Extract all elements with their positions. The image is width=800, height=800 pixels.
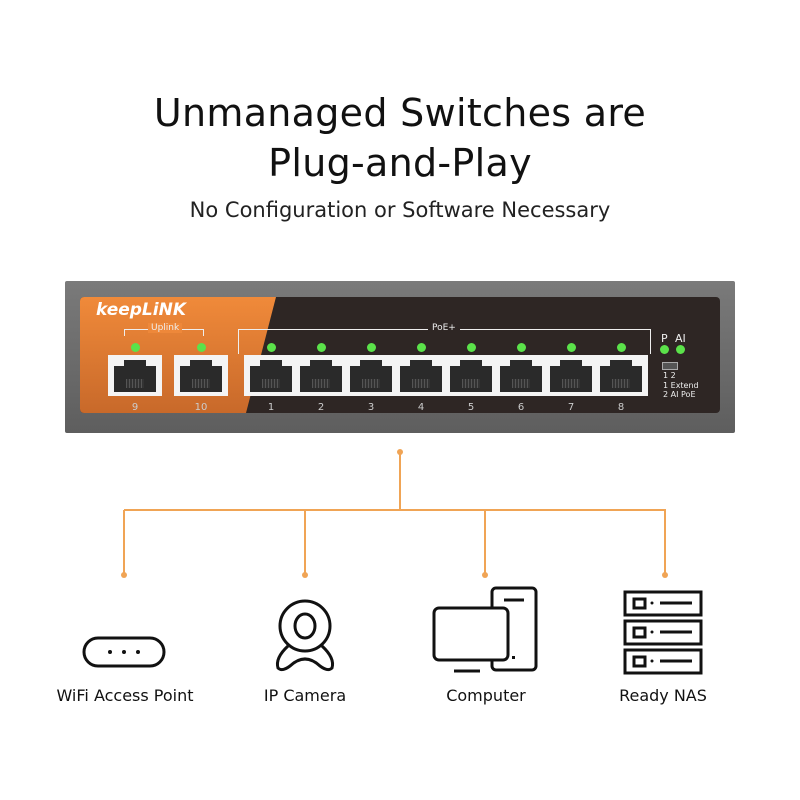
title-line-2: Plug-and-Play: [268, 141, 532, 185]
port-led: [131, 343, 140, 352]
port-number: 1: [267, 402, 275, 413]
wifi-access-point-icon: [82, 636, 166, 668]
rj45-jack: [350, 360, 392, 392]
device-label-computer: Computer: [446, 686, 526, 705]
connector-drop: [484, 510, 486, 574]
device-label-wifi: WiFi Access Point: [56, 686, 194, 705]
device-label-nas: Ready NAS: [619, 686, 707, 705]
port-led: [517, 343, 526, 352]
poe-port[interactable]: [244, 355, 298, 396]
connector-drop: [664, 510, 666, 574]
mode-2-label: 2 AI PoE: [663, 390, 696, 399]
port-led: [367, 343, 376, 352]
uplink-port[interactable]: [108, 355, 162, 396]
port-number: 2: [317, 402, 325, 413]
port-number: 8: [617, 402, 625, 413]
mode-1-label: 1 Extend: [663, 381, 699, 390]
rj45-jack: [450, 360, 492, 392]
rj45-jack: [500, 360, 542, 392]
rj45-jack: [600, 360, 642, 392]
nas-icon: [623, 590, 703, 675]
port-led: [317, 343, 326, 352]
uplink-port[interactable]: [174, 355, 228, 396]
title-line-1: Unmanaged Switches are: [153, 91, 647, 135]
rj45-jack: [550, 360, 592, 392]
port-number: 7: [567, 402, 575, 413]
rj45-jack: [180, 360, 222, 392]
poe-port[interactable]: [444, 355, 498, 396]
connector-drop: [304, 510, 306, 574]
led-ai-label: AI: [675, 332, 686, 345]
connector-dot: [482, 572, 488, 578]
poe-port[interactable]: [494, 355, 548, 396]
port-led: [617, 343, 626, 352]
port-led: [567, 343, 576, 352]
port-led: [267, 343, 276, 352]
port-number: 3: [367, 402, 375, 413]
switch-positions: 1 2: [663, 371, 676, 380]
connector-dot: [302, 572, 308, 578]
connector-drop: [123, 510, 125, 574]
connector-bus: [124, 509, 666, 511]
port-number: 10: [194, 402, 208, 413]
port-led: [467, 343, 476, 352]
port-led: [197, 343, 206, 352]
port-number: 6: [517, 402, 525, 413]
subtitle: No Configuration or Software Necessary: [189, 198, 611, 222]
connector-dot: [662, 572, 668, 578]
poe-port[interactable]: [594, 355, 648, 396]
brand-logo: keepLiNK: [96, 300, 186, 320]
port-number: 5: [467, 402, 475, 413]
port-number: 4: [417, 402, 425, 413]
port-number: 9: [131, 402, 139, 413]
rj45-jack: [400, 360, 442, 392]
poe-port[interactable]: [394, 355, 448, 396]
poe-port[interactable]: [544, 355, 598, 396]
computer-icon: [432, 586, 538, 673]
device-label-camera: IP Camera: [263, 686, 347, 705]
led-p: [660, 345, 669, 354]
led-p-label: P: [661, 332, 668, 345]
mode-dip-switch[interactable]: [662, 362, 678, 370]
ip-camera-icon: [276, 599, 334, 672]
led-ai: [676, 345, 685, 354]
rj45-jack: [300, 360, 342, 392]
rj45-jack: [250, 360, 292, 392]
connector-trunk: [399, 452, 401, 510]
poe-port[interactable]: [344, 355, 398, 396]
port-led: [417, 343, 426, 352]
connector-dot: [121, 572, 127, 578]
uplink-label: Uplink: [148, 323, 183, 333]
poe-port[interactable]: [294, 355, 348, 396]
rj45-jack: [114, 360, 156, 392]
poe-label: PoE+: [428, 323, 460, 333]
